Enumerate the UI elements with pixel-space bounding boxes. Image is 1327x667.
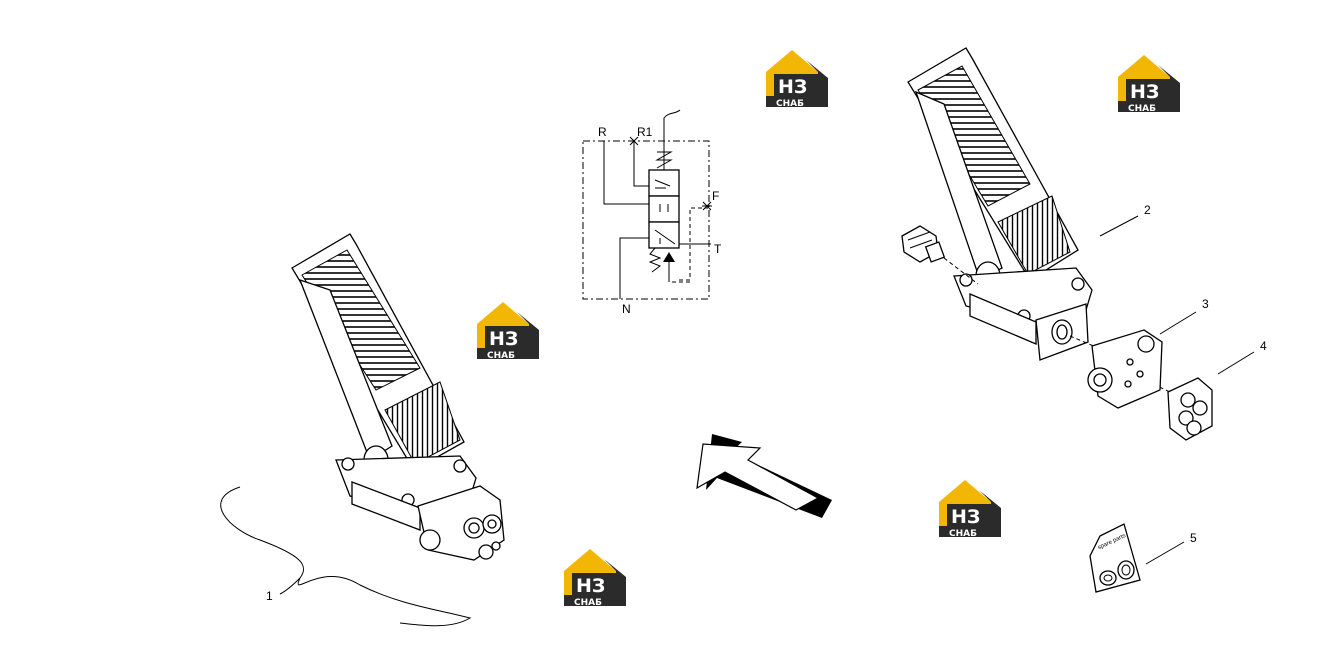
watermark-logo-5: НЗ СНАБ bbox=[564, 549, 626, 608]
watermark-sub: СНАБ bbox=[574, 598, 602, 608]
schematic-label-r1: R1 bbox=[637, 125, 653, 139]
plug-fitting bbox=[901, 225, 946, 263]
callout-2: 2 bbox=[1144, 203, 1151, 217]
view-direction-arrow bbox=[696, 434, 832, 518]
schematic-label-t: T bbox=[714, 242, 722, 256]
watermark-letters: НЗ bbox=[1130, 81, 1159, 103]
watermark-letters: НЗ bbox=[951, 506, 980, 528]
watermark-letters: НЗ bbox=[778, 76, 807, 98]
adapter-block bbox=[1087, 329, 1163, 409]
callout-5: 5 bbox=[1190, 531, 1197, 545]
pedal-exploded-right: spare parts bbox=[901, 47, 1213, 593]
callout-4: 4 bbox=[1260, 339, 1267, 353]
watermark-sub: СНАБ bbox=[1128, 104, 1156, 114]
schematic-label-f: F bbox=[712, 189, 719, 203]
schematic-label-r: R bbox=[598, 125, 607, 139]
watermark-logo-1: НЗ СНАБ bbox=[766, 50, 828, 109]
quick-coupler bbox=[1167, 377, 1213, 441]
schematic-boundary bbox=[582, 140, 710, 300]
callouts: 2 3 4 5 1 bbox=[266, 203, 1267, 603]
callout-1: 1 bbox=[266, 589, 273, 603]
callout-3: 3 bbox=[1202, 297, 1209, 311]
watermark-logo-2: НЗ СНАБ bbox=[1118, 55, 1180, 114]
schematic-label-n: N bbox=[622, 302, 631, 316]
watermark-sub: СНАБ bbox=[487, 351, 515, 361]
hydraulic-schematic: R R1 F T N bbox=[582, 109, 722, 316]
watermark-letters: НЗ bbox=[576, 575, 605, 597]
watermark-sub: СНАБ bbox=[949, 529, 977, 539]
watermark-letters: НЗ bbox=[489, 328, 518, 350]
watermark-logo-4: НЗ СНАБ bbox=[939, 480, 1001, 539]
watermark-sub: СНАБ bbox=[776, 99, 804, 109]
watermark-logo-3: НЗ СНАБ bbox=[477, 302, 539, 361]
spare-parts-bag: spare parts bbox=[1089, 523, 1141, 593]
pedal-assembly-left bbox=[220, 233, 505, 627]
